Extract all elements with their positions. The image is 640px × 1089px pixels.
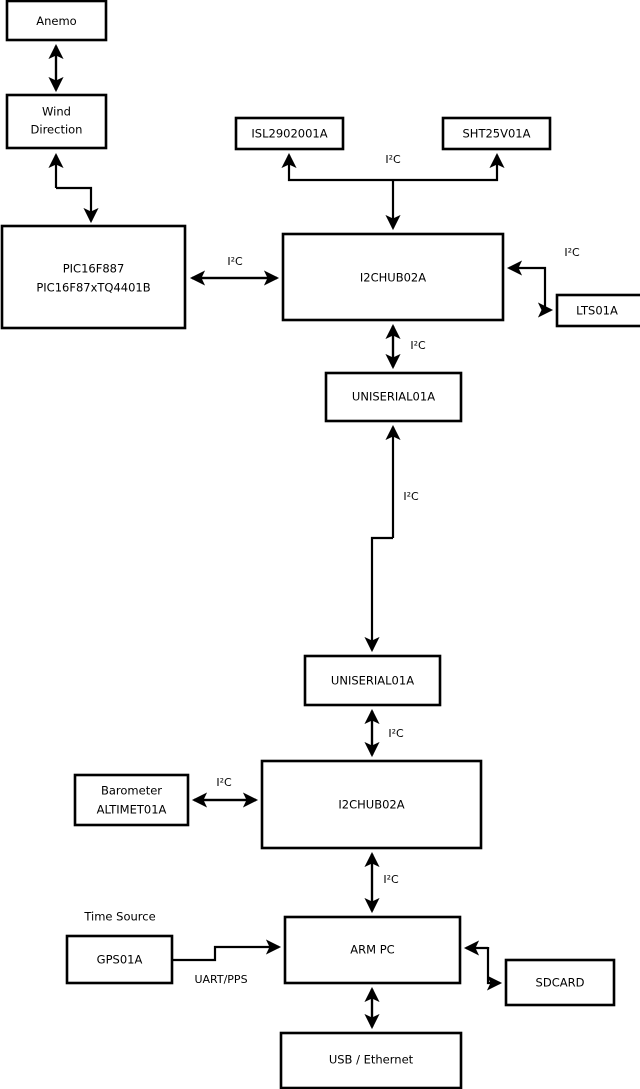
edge-label-gps-armpc: UART/PPS — [194, 973, 247, 986]
node-i2chub02a-bottom-label: I2CHUB02A — [338, 798, 404, 812]
edge-label-hub-uniserial: I²C — [410, 339, 426, 352]
node-usb-ethernet[interactable]: USB / Ethernet — [279, 1031, 463, 1089]
edge-label-baro-hubbot: I²C — [216, 776, 232, 789]
edge-label-uniserial-link: I²C — [403, 490, 419, 503]
node-isl2902001a[interactable]: ISL2902001A — [234, 116, 345, 151]
node-wind-direction-label-line1: Wind — [42, 105, 71, 119]
node-uniserial01a-top-label: UNISERIAL01A — [352, 390, 435, 404]
node-barometer-label-line2: ALTIMET01A — [97, 803, 167, 817]
node-pic-mcu-label-line1: PIC16F887 — [63, 262, 125, 276]
node-uniserial01a-top[interactable]: UNISERIAL01A — [324, 371, 463, 423]
node-i2chub02a-top-label: I2CHUB02A — [360, 271, 426, 285]
edge-hub-lts-out — [537, 278, 554, 318]
node-barometer-label-line1: Barometer — [101, 784, 162, 798]
node-lts01a[interactable]: LTS01A — [555, 293, 640, 328]
edge-armpc-sdcard-out — [486, 947, 503, 991]
node-anemo-label: Anemo — [36, 14, 76, 28]
node-arm-pc-label: ARM PC — [350, 943, 394, 957]
node-barometer[interactable]: Barometer ALTIMET01A — [73, 773, 190, 827]
node-usb-ethernet-label: USB / Ethernet — [329, 1053, 414, 1067]
connector-layer — [48, 43, 554, 1030]
node-gps01a[interactable]: GPS01A — [65, 934, 174, 985]
node-sht25v01a[interactable]: SHT25V01A — [441, 116, 552, 151]
node-sht25v01a-label: SHT25V01A — [463, 127, 531, 141]
node-uniserial01a-bottom-label: UNISERIAL01A — [331, 674, 414, 688]
node-sdcard[interactable]: SDCARD — [504, 958, 616, 1007]
node-i2chub02a-top[interactable]: I2CHUB02A — [281, 232, 505, 322]
edge-gps-armpc — [172, 939, 282, 962]
node-wind-direction-label-line2: Direction — [31, 123, 83, 137]
edge-label-uniserialbot-hubbot: I²C — [388, 727, 404, 740]
edge-hub-sensorbus-isl — [281, 152, 393, 182]
node-gps01a-label: GPS01A — [97, 953, 143, 967]
edge-sdcard-armpc-in — [463, 940, 490, 956]
label-time-source: Time Source — [83, 910, 155, 924]
edge-label-pic-hub: I²C — [227, 255, 243, 268]
node-arm-pc[interactable]: ARM PC — [283, 915, 462, 985]
edge-hub-sensorbus-sht — [393, 152, 505, 182]
edge-label-hubbot-armpc: I²C — [383, 873, 399, 886]
node-pic-mcu-label-line2: PIC16F87xTQ4401B — [36, 281, 150, 295]
node-isl2902001a-label: ISL2902001A — [251, 127, 327, 141]
node-anemo[interactable]: Anemo — [5, 0, 108, 42]
edge-hub-lts-in — [506, 260, 547, 278]
edge-winddir-pic-down — [56, 186, 99, 224]
node-uniserial01a-bottom[interactable]: UNISERIAL01A — [303, 654, 442, 707]
edge-label-hub-sensorbus: I²C — [385, 153, 401, 166]
node-pic-mcu[interactable]: PIC16F887 PIC16F87xTQ4401B — [0, 224, 187, 330]
edge-uniserial-link-down — [364, 536, 393, 653]
node-wind-direction[interactable]: Wind Direction — [5, 93, 108, 150]
free-label-layer: Time Source — [83, 910, 155, 924]
edge-label-hub-lts: I²C — [564, 246, 580, 259]
node-i2chub02a-bottom[interactable]: I2CHUB02A — [260, 759, 483, 850]
edge-label-layer: I²C I²C I²C I²C I²C I²C I²C I²C UART/PPS — [194, 153, 580, 986]
node-sdcard-label: SDCARD — [536, 976, 585, 990]
node-lts01a-label: LTS01A — [576, 304, 618, 318]
